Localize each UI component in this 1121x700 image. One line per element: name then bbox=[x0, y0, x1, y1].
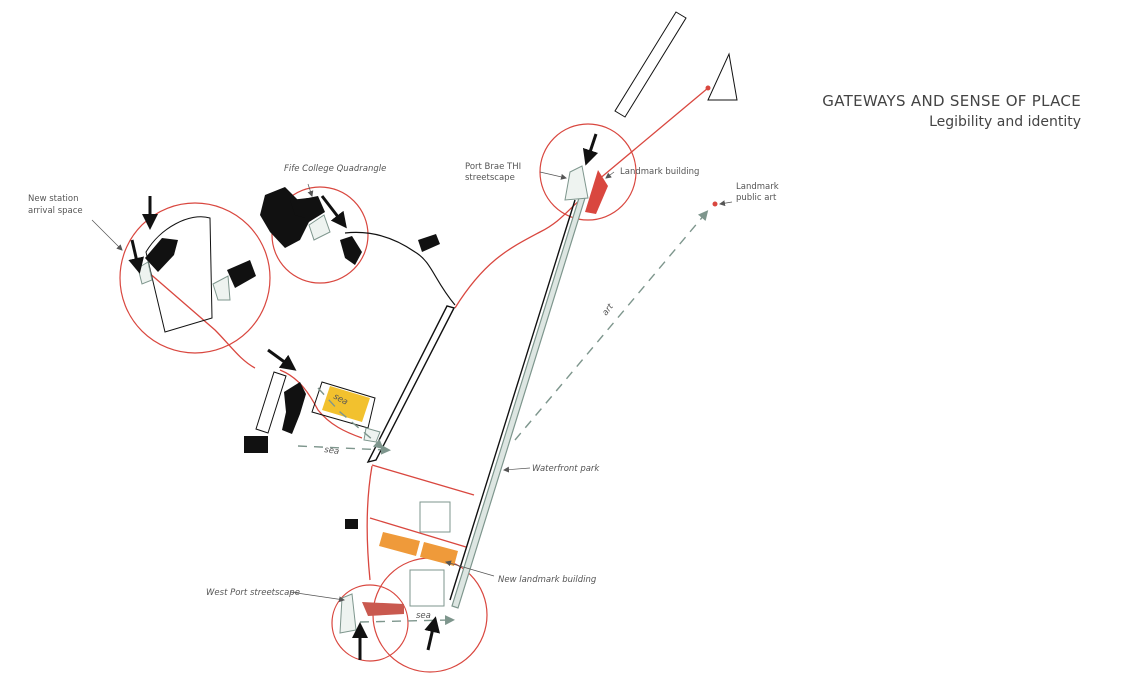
label-new-landmark-building: New landmark building bbox=[498, 575, 597, 585]
map-title: GATEWAYS AND SENSE OF PLACE bbox=[822, 92, 1081, 110]
yellow-building bbox=[322, 386, 370, 422]
landmark-structures bbox=[597, 11, 738, 207]
gateway-circle-station bbox=[119, 202, 271, 354]
sightline-arrows bbox=[297, 210, 709, 626]
entry-arrow-college bbox=[320, 195, 347, 229]
title-block: GATEWAYS AND SENSE OF PLACE Legibility a… bbox=[822, 92, 1081, 130]
open-spaces bbox=[145, 216, 451, 607]
label-west-port: West Port streetscape bbox=[206, 588, 300, 598]
label-landmark-art-2: public art bbox=[736, 193, 777, 203]
gateway-circle-west-port bbox=[331, 584, 409, 662]
sea-arrow-1 bbox=[297, 444, 391, 455]
waterfront-park bbox=[451, 197, 586, 609]
entry-arrow-landmark bbox=[424, 616, 440, 651]
label-new-station-1: New station bbox=[28, 194, 79, 204]
entry-arrow-station-2 bbox=[128, 239, 144, 274]
leader-lines bbox=[91, 171, 733, 603]
buildings bbox=[145, 187, 440, 529]
public-art-dot bbox=[712, 201, 718, 207]
map-subtitle: Legibility and identity bbox=[929, 114, 1081, 130]
gateway-circle-college bbox=[271, 186, 369, 284]
sea-arrow-3 bbox=[317, 387, 384, 450]
label-port-brae-2: streetscape bbox=[465, 173, 515, 183]
college-road bbox=[344, 231, 456, 306]
entry-arrow-port-brae bbox=[582, 133, 599, 166]
new-landmark-left bbox=[379, 532, 420, 556]
label-port-brae-1: Port Brae THI bbox=[465, 162, 521, 172]
landmark-dot bbox=[705, 85, 711, 91]
west-port-landmark bbox=[362, 602, 404, 616]
label-waterfront-park: Waterfront park bbox=[532, 464, 600, 474]
label-landmark-art-1: Landmark bbox=[736, 182, 779, 192]
entry-arrow-station-south bbox=[267, 348, 297, 371]
label-fife-college: Fife College Quadrangle bbox=[284, 164, 386, 174]
pier-structure bbox=[614, 11, 687, 118]
port-brae-landmark bbox=[585, 170, 608, 214]
label-landmark-building: Landmark building bbox=[620, 167, 699, 177]
entry-arrows bbox=[128, 133, 599, 660]
landmark-fills bbox=[322, 170, 608, 616]
art-arrow bbox=[514, 210, 709, 441]
red-routes bbox=[139, 199, 581, 581]
label-art: art bbox=[600, 302, 616, 318]
waterfront-strips bbox=[366, 197, 586, 609]
gateway-circles bbox=[119, 123, 637, 673]
landmark-triangle bbox=[707, 52, 738, 101]
label-new-station-2: arrival space bbox=[28, 206, 83, 216]
new-landmark-right bbox=[420, 542, 458, 566]
label-sea-2: sea bbox=[324, 445, 340, 457]
label-sea-3: sea bbox=[416, 611, 431, 621]
